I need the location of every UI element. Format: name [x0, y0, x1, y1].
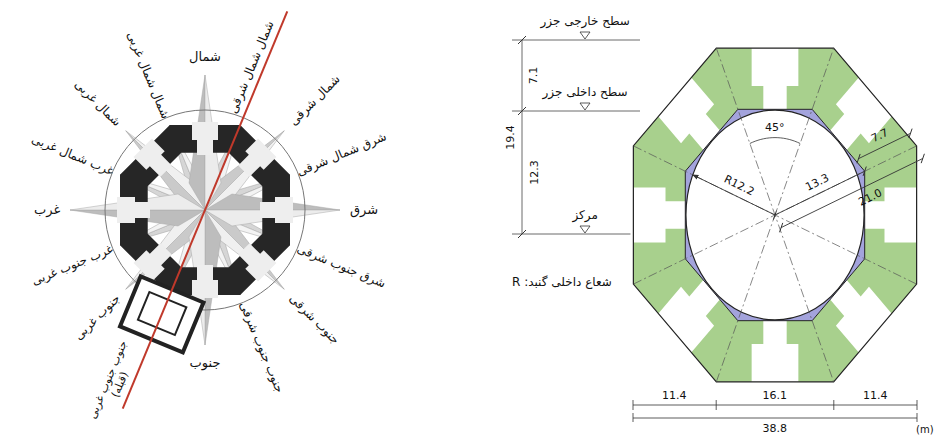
- compass-direction: غرب جنوب غربی: [29, 242, 115, 288]
- qibla-line: [123, 11, 288, 408]
- dimension-tick: [633, 400, 634, 410]
- dimension-tick: [917, 413, 918, 422]
- level-label: سطح داخلی جزر: [543, 85, 628, 99]
- level-line: [512, 40, 640, 41]
- compass-direction: شرق جنوب شرقی: [295, 242, 388, 291]
- axis-line: [716, 48, 833, 382]
- level-label: مرکز: [573, 208, 598, 222]
- wall-opening: [752, 318, 799, 385]
- dimension-value: 11.4: [662, 389, 687, 402]
- plan-opening: [192, 265, 218, 298]
- dimension-tick: [780, 223, 783, 232]
- angle-arc: [750, 138, 800, 144]
- axis-line: [716, 48, 833, 382]
- plan-opening: [260, 197, 293, 223]
- dimension-line: [633, 418, 917, 419]
- wall-opening: [630, 187, 687, 242]
- dimension-tick: [716, 400, 717, 410]
- compass-direction: غرب شمال غربی: [29, 132, 115, 179]
- compass-direction: جنوب: [190, 355, 221, 371]
- outer-octagon: [633, 48, 916, 382]
- level-label: سطح خارجی جزر: [541, 14, 630, 28]
- axis-line: [633, 146, 916, 284]
- dimension-tick: [917, 400, 918, 410]
- dome-circle: [686, 110, 864, 320]
- compass-direction: شرق شمال شرقی: [295, 129, 389, 179]
- dimension-value: 16.1: [763, 389, 788, 402]
- plan-opening: [235, 240, 277, 282]
- octagon-plan: [630, 45, 919, 386]
- level-line: [512, 234, 640, 235]
- plan-opening: [134, 139, 176, 181]
- compass-direction: جنوب جنوب شرقی: [237, 300, 287, 395]
- compass-direction: شمال شرقی: [286, 72, 343, 129]
- dimension-line: [522, 40, 523, 234]
- level-marker: [580, 32, 590, 39]
- compass-direction: شمال: [189, 49, 221, 65]
- dimension-value: 7.1: [527, 66, 540, 84]
- axis-line: [633, 146, 916, 284]
- level-marker: [580, 103, 590, 110]
- dimension-value: 12.3: [527, 160, 540, 185]
- compass-direction: غرب: [34, 202, 60, 218]
- dimension-value: 19.4: [503, 125, 516, 150]
- wall-opening: [752, 45, 799, 112]
- plan-opening: [235, 139, 277, 181]
- level-marker: [580, 226, 590, 233]
- compass-direction: شرق: [350, 202, 378, 218]
- dimension-value: 38.8: [763, 422, 788, 435]
- dimension-tick: [773, 210, 776, 219]
- inner-octagon: [685, 109, 864, 320]
- dimension-value: 11.4: [863, 389, 888, 402]
- dimension-tick: [857, 154, 860, 163]
- unit-label: (m): [916, 424, 934, 436]
- compass-direction: شمال غربی: [72, 77, 124, 129]
- plan-opening: [192, 122, 218, 155]
- dimension-tick: [909, 129, 912, 138]
- angle-value: 45°: [765, 121, 785, 134]
- compass-direction: شمال شمال غربی: [124, 29, 173, 120]
- level-line: [512, 111, 640, 112]
- dimension-line: [633, 405, 917, 406]
- dimension-line: [781, 158, 923, 227]
- compass-direction: جنوب شرقی: [286, 291, 342, 347]
- plan-opening: [117, 197, 150, 223]
- dimension-tick: [921, 154, 924, 163]
- dimension-tick: [833, 400, 834, 410]
- legend-note: شعاع داخلی گنبد: R: [512, 275, 612, 289]
- compass-direction: جنوب غربی: [72, 292, 124, 344]
- dimension-tick: [633, 413, 634, 422]
- dimension-tick: [863, 167, 866, 176]
